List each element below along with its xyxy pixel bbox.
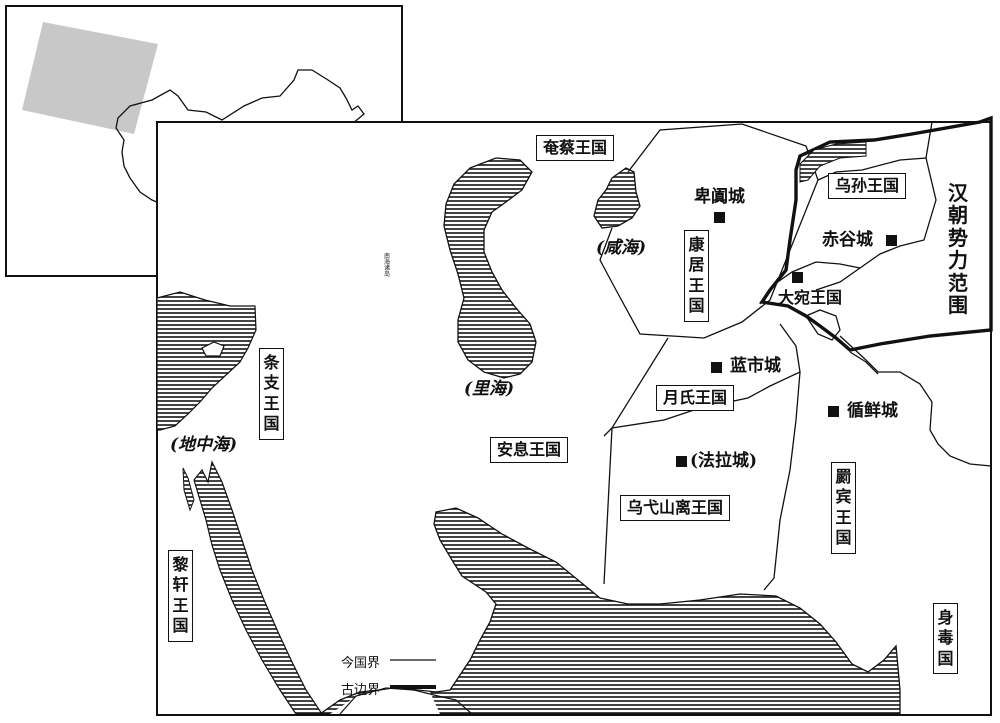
- sea-dizhonghai: (地中海): [170, 435, 238, 455]
- city-marker-lanshi: [711, 362, 722, 373]
- city-marker-fala: [676, 456, 687, 467]
- han-sphere-label: 汉朝势力范围: [948, 181, 968, 317]
- city-chigu: 赤谷城: [822, 230, 873, 250]
- kingdom-dawan: 大宛王国: [778, 288, 843, 307]
- kingdom-shendu: 身毒国: [933, 603, 958, 675]
- main-map: [156, 115, 993, 716]
- caspian-sea: [443, 157, 537, 379]
- kingdom-yuezhi: 月氏王国: [656, 385, 735, 411]
- city-marker-beitian: [714, 212, 725, 223]
- city-beitian: 卑阗城: [694, 187, 745, 207]
- city-xunxian: 循鲜城: [847, 401, 898, 421]
- kingdom-lixuan: 黎轩王国: [168, 550, 193, 642]
- legend-modern-label: 今国界: [341, 656, 381, 671]
- sea-xianhai: (咸海): [596, 238, 647, 258]
- city-fala: (法拉城): [690, 451, 758, 471]
- persian-gulf: [317, 507, 901, 715]
- aral-sea: [593, 167, 641, 229]
- city-lanshi: 蓝市城: [730, 356, 781, 376]
- inset-south-sea-note: 南海诸岛: [384, 253, 391, 278]
- kingdom-wusun: 乌孙王国: [828, 173, 907, 199]
- han-hatch-strip: [799, 141, 867, 183]
- kingdom-anxi: 安息王国: [490, 437, 569, 463]
- city-marker-chigu: [886, 235, 897, 246]
- city-marker-xunxian: [828, 406, 839, 417]
- han-frontier: [759, 115, 993, 352]
- kingdom-wuyishanli: 乌弋山离王国: [620, 495, 731, 521]
- kingdom-tiaozhi: 条支王国: [259, 348, 284, 440]
- legend-ancient-label: 古边界: [341, 683, 381, 698]
- city-marker-dawan: [792, 272, 803, 283]
- kingdom-kangju: 康居王国: [684, 230, 709, 322]
- mediterranean-sea: [156, 291, 257, 431]
- arabian-coast: [339, 687, 473, 715]
- sea-island: [201, 341, 225, 357]
- red-sea: [193, 460, 324, 715]
- kingdom-jibin: 罽宾王国: [831, 462, 856, 554]
- suez-arm: [182, 467, 195, 512]
- region-highlight: [22, 22, 158, 134]
- kingdom-yancai: 奄蔡王国: [536, 135, 615, 161]
- sea-lihai: (里海): [464, 379, 515, 399]
